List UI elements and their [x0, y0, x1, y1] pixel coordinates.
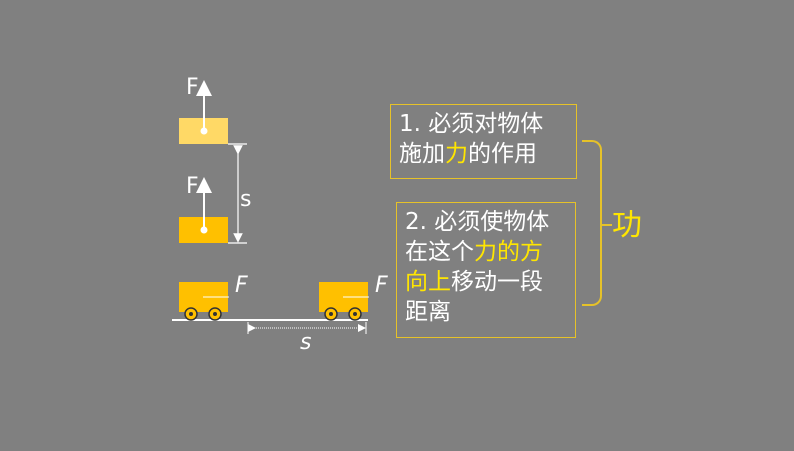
- force-label-middle: F: [186, 174, 199, 199]
- condition-2-line-2: 在这个力的方: [405, 237, 567, 267]
- text-segment: 移动一段: [451, 269, 543, 295]
- cart-wheel-hub: [353, 312, 357, 316]
- condition-1-line-2: 施加力的作用: [399, 139, 568, 169]
- cart-wheel-hub: [189, 312, 193, 316]
- condition-box-1: 1. 必须对物体 施加力的作用: [390, 104, 577, 179]
- highlight-direction: 力的方: [474, 239, 543, 265]
- condition-2-line-1: 2. 必须使物体: [405, 209, 550, 235]
- distance-label-horizontal: s: [300, 330, 311, 355]
- force-label-cart-end: F: [375, 273, 388, 298]
- condition-2-line-3: 向上移动一段: [405, 267, 567, 297]
- cart-wheel-hub: [213, 312, 217, 316]
- text-segment: 在这个: [405, 239, 474, 265]
- condition-1-line-1: 1. 必须对物体: [399, 111, 544, 137]
- force-label-top: F: [186, 75, 199, 100]
- distance-label-vertical: s: [240, 187, 251, 212]
- cart-wheel-hub: [329, 312, 333, 316]
- highlight-direction: 向上: [405, 269, 451, 295]
- right-brace: [582, 140, 602, 306]
- brace-tip: [600, 224, 612, 226]
- condition-2-line-4: 距离: [405, 299, 451, 325]
- highlight-force: 力: [445, 141, 468, 167]
- text-segment: 施加: [399, 141, 445, 167]
- text-segment: 的作用: [468, 141, 537, 167]
- conclusion-work: 功: [612, 208, 642, 243]
- condition-box-2: 2. 必须使物体 在这个力的方 向上移动一段 距离: [396, 202, 576, 338]
- force-label-cart-start: F: [235, 273, 248, 298]
